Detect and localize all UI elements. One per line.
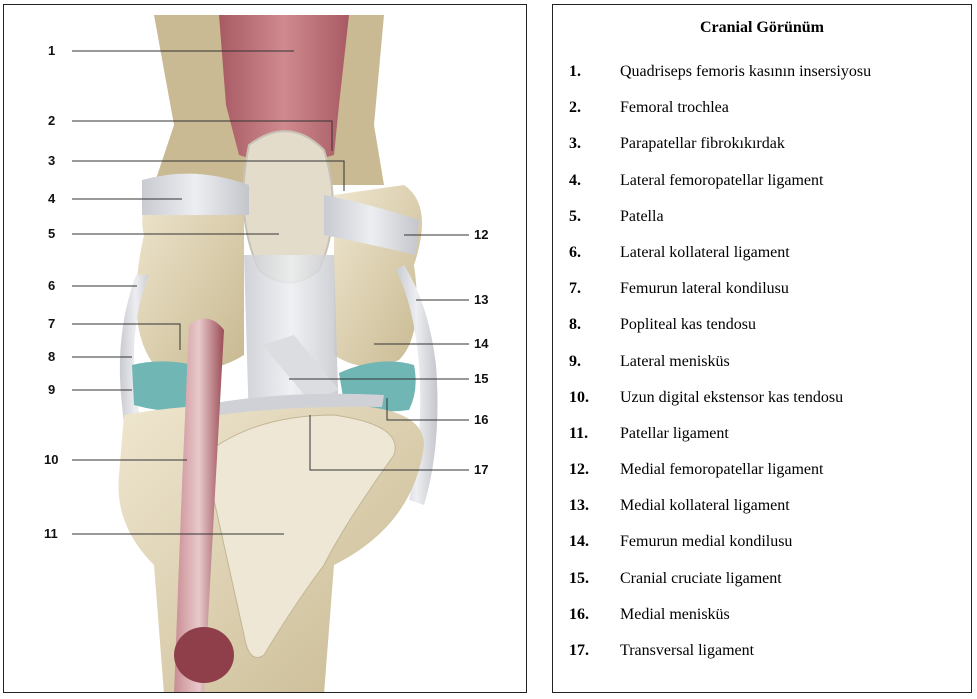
legend-number: 2. bbox=[569, 99, 581, 117]
legend-number: 10. bbox=[569, 389, 589, 407]
legend-number: 5. bbox=[569, 208, 581, 226]
legend-text: Lateral kollateral ligament bbox=[620, 244, 790, 262]
legend-number: 11. bbox=[569, 425, 588, 443]
legend-text: Lateral femoropatellar ligament bbox=[620, 172, 823, 190]
figure-label-4: 4 bbox=[48, 192, 55, 206]
legend-text: Medial femoropatellar ligament bbox=[620, 461, 823, 479]
legend-text: Parapatellar fibrokıkırdak bbox=[620, 135, 785, 153]
figure-label-15: 15 bbox=[474, 372, 488, 386]
legend-text: Quadriseps femoris kasının insersiyosu bbox=[620, 63, 871, 81]
legend-text: Medial menisküs bbox=[620, 606, 730, 624]
legend-text: Cranial cruciate ligament bbox=[620, 570, 782, 588]
legend-text: Femurun medial kondilusu bbox=[620, 533, 792, 551]
figure-label-11: 11 bbox=[44, 527, 58, 541]
legend-text: Uzun digital ekstensor kas tendosu bbox=[620, 389, 843, 407]
legend-title: Cranial Görünüm bbox=[553, 19, 971, 37]
legend-text: Femurun lateral kondilusu bbox=[620, 280, 789, 298]
figure-label-3: 3 bbox=[48, 154, 55, 168]
legend-number: 14. bbox=[569, 533, 589, 551]
legend-panel: Cranial Görünüm 1. Quadriseps femoris kas… bbox=[552, 4, 972, 693]
legend-text: Femoral trochlea bbox=[620, 99, 729, 117]
legend-number: 6. bbox=[569, 244, 581, 262]
legend-number: 4. bbox=[569, 172, 581, 190]
figure-label-6: 6 bbox=[48, 279, 55, 293]
legend-number: 13. bbox=[569, 497, 589, 515]
legend-number: 7. bbox=[569, 280, 581, 298]
legend-number: 3. bbox=[569, 135, 581, 153]
legend-number: 17. bbox=[569, 642, 589, 660]
figure-label-9: 9 bbox=[48, 383, 55, 397]
knee-anatomy-figure: 1 2 3 4 5 6 7 8 9 10 11 12 13 14 15 16 1… bbox=[3, 4, 527, 693]
legend-number: 15. bbox=[569, 570, 589, 588]
legend-number: 9. bbox=[569, 353, 581, 371]
legend-number: 8. bbox=[569, 316, 581, 334]
figure-label-14: 14 bbox=[474, 337, 488, 351]
figure-label-7: 7 bbox=[48, 317, 55, 331]
legend-number: 12. bbox=[569, 461, 589, 479]
figure-label-8: 8 bbox=[48, 350, 55, 364]
figure-label-13: 13 bbox=[474, 293, 488, 307]
legend-text: Patellar ligament bbox=[620, 425, 729, 443]
legend-text: Popliteal kas tendosu bbox=[620, 316, 756, 334]
figure-label-2: 2 bbox=[48, 114, 55, 128]
legend-text: Medial kollateral ligament bbox=[620, 497, 790, 515]
legend-number: 1. bbox=[569, 63, 581, 81]
legend-text: Transversal ligament bbox=[620, 642, 754, 660]
figure-label-17: 17 bbox=[474, 463, 488, 477]
legend-text: Patella bbox=[620, 208, 664, 226]
figure-label-12: 12 bbox=[474, 228, 488, 242]
figure-label-10: 10 bbox=[44, 453, 58, 467]
knee-illustration bbox=[4, 5, 527, 693]
legend-number: 16. bbox=[569, 606, 589, 624]
figure-label-1: 1 bbox=[48, 44, 55, 58]
legend-text: Lateral menisküs bbox=[620, 353, 730, 371]
figure-label-5: 5 bbox=[48, 227, 55, 241]
figure-label-16: 16 bbox=[474, 413, 488, 427]
tendon-end bbox=[174, 627, 234, 683]
